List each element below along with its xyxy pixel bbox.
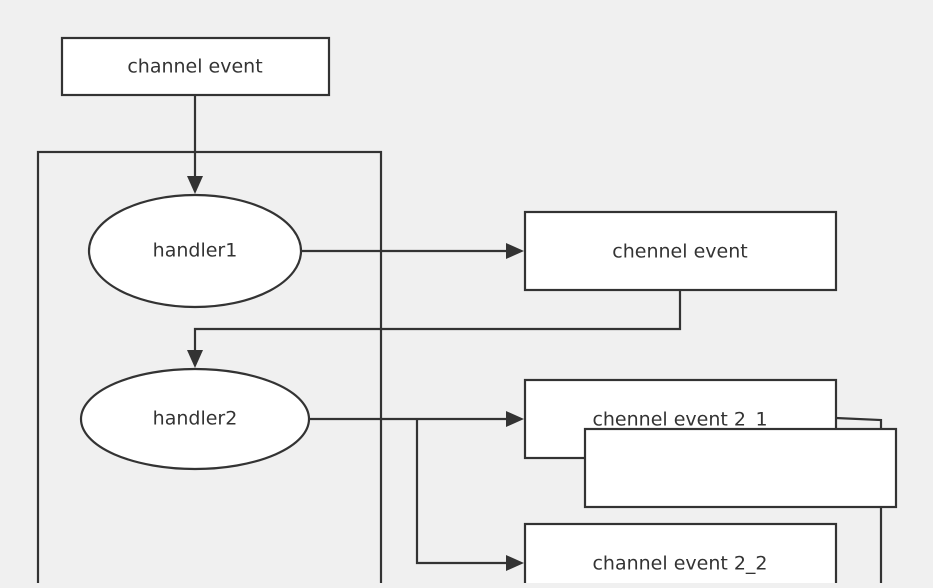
handler-container bbox=[36, 150, 383, 588]
edge-chennel-event-to-handler2 bbox=[193, 290, 682, 356]
node-label: chennel event bbox=[612, 241, 747, 263]
node-channel-event-top: channel event bbox=[60, 36, 331, 97]
edge-handler2-to-event-2-2 bbox=[415, 419, 512, 565]
node-label: channel event bbox=[127, 56, 262, 78]
node-label: channel event 2_2 bbox=[592, 553, 767, 575]
node-handler2: handler2 bbox=[79, 367, 311, 471]
arrow-head-handler1 bbox=[187, 176, 203, 194]
arrow-head-event-2-1 bbox=[506, 411, 524, 427]
arrow-head-event-2-2 bbox=[506, 555, 524, 571]
node-chennel-event: chennel event bbox=[523, 210, 838, 292]
node-handler1: handler1 bbox=[87, 193, 303, 309]
node-label: chennel event 2_1 bbox=[592, 409, 767, 431]
arrow-head-chennel-event bbox=[506, 243, 524, 259]
edge-right-connector bbox=[835, 416, 883, 588]
node-label: handler1 bbox=[153, 240, 238, 262]
node-channel-event-2-2: channel event 2_2 bbox=[523, 522, 838, 588]
node-overlay-box bbox=[583, 427, 898, 509]
arrow-head-handler2 bbox=[187, 350, 203, 368]
node-label: handler2 bbox=[153, 408, 238, 430]
